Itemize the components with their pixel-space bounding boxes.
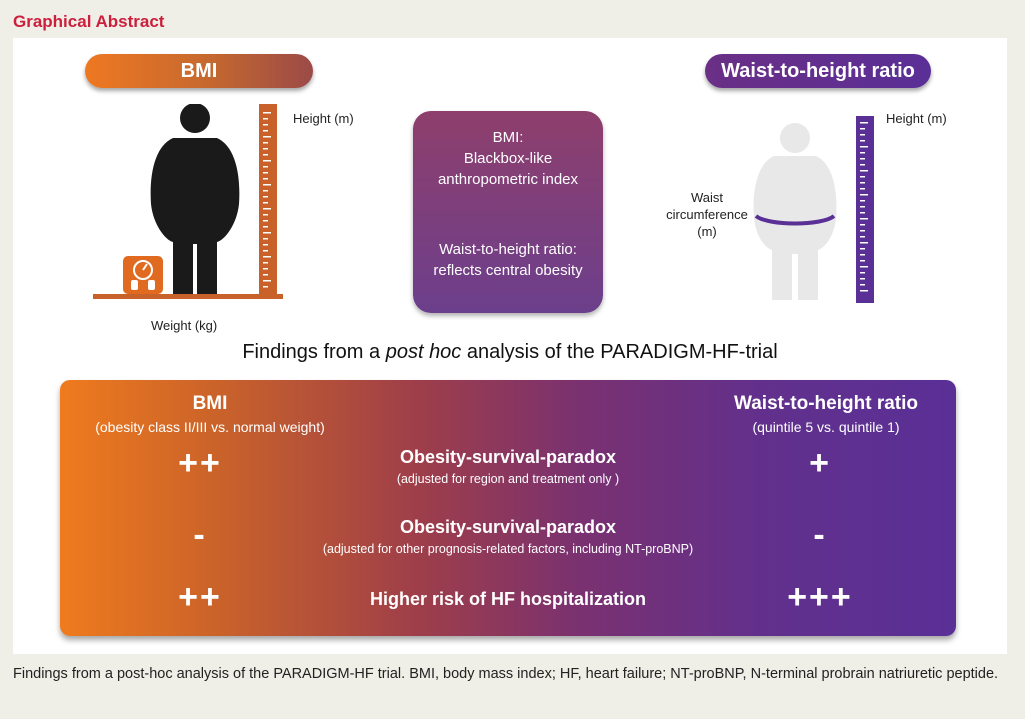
waist-band [754,214,836,226]
light-person-figure [753,123,837,300]
bmi-height-label: Height (m) [293,111,354,126]
bmi-weight-label: Weight (kg) [151,318,218,333]
weight-scale-icon [123,256,163,294]
wthr-index-label: Waist-to-height ratio: [439,241,577,258]
bmi-row3-effect: ++ [178,578,222,616]
findings-title-suffix: analysis of the PARADIGM-HF-trial [461,341,778,363]
findings-title: Findings from a post hoc analysis of the… [13,341,1007,364]
findings-title-italic: post hoc [385,341,462,363]
wthr-results-sub: (quintile 5 vs. quintile 1) [752,419,900,435]
row2-label: Obesity-survival-paradox [399,517,617,537]
wthr-row3-effect: +++ [787,578,853,616]
waist-to-height-pill: Waist-to-height ratio [705,54,931,88]
wthr-results-header: Waist-to-height ratio [734,393,918,414]
bmi-row2-effect: - [193,516,207,554]
bmi-illustration [93,104,283,299]
wthr-height-ruler [856,116,874,303]
abstract-panel: BMI Waist-to-height ratio [13,38,1007,654]
findings-results-box: BMI (obesity class II/III vs. normal wei… [60,380,956,636]
waist-label-3: (m) [697,224,717,239]
wthr-illustration [753,116,874,303]
bmi-pill: BMI [85,54,313,88]
bmi-results-header: BMI [192,393,228,414]
row3-label-group: Higher risk of HF hospitalization [290,589,726,610]
bmi-index-label: BMI: [492,129,524,146]
row2-label-group: Obesity-survival-paradox (adjusted for o… [290,517,726,556]
figure-caption: Findings from a post-hoc analysis of the… [13,666,999,682]
floor-line [93,294,283,299]
wthr-height-label: Height (m) [886,111,947,126]
wthr-index-desc: reflects central obesity [433,262,583,279]
bmi-index-desc-1: Blackbox-like [463,150,553,167]
row3-label: Higher risk of HF hospitalization [369,589,647,609]
bmi-index-desc-2: anthropometric index [437,171,579,188]
row1-label-group: Obesity-survival-paradox (adjusted for r… [290,447,726,486]
wthr-row2-effect: - [813,516,827,554]
waist-label-1: Waist [690,190,724,205]
graphical-abstract-title: Graphical Abstract [13,12,165,31]
wthr-row1-effect: + [809,444,831,482]
obese-person-figure [150,104,240,294]
findings-title-prefix: Findings from a [242,341,386,363]
bmi-row1-effect: ++ [178,444,222,482]
row1-label: Obesity-survival-paradox [399,447,617,467]
row2-note: (adjusted for other prognosis-related fa… [322,542,694,556]
height-ruler [259,104,277,299]
row1-note: (adjusted for region and treatment only … [396,472,620,486]
bmi-results-sub: (obesity class II/III vs. normal weight) [95,419,325,435]
index-comparison-box: BMI: Blackbox-like anthropometric index … [413,111,603,313]
waist-label-2: circumference [666,207,748,222]
